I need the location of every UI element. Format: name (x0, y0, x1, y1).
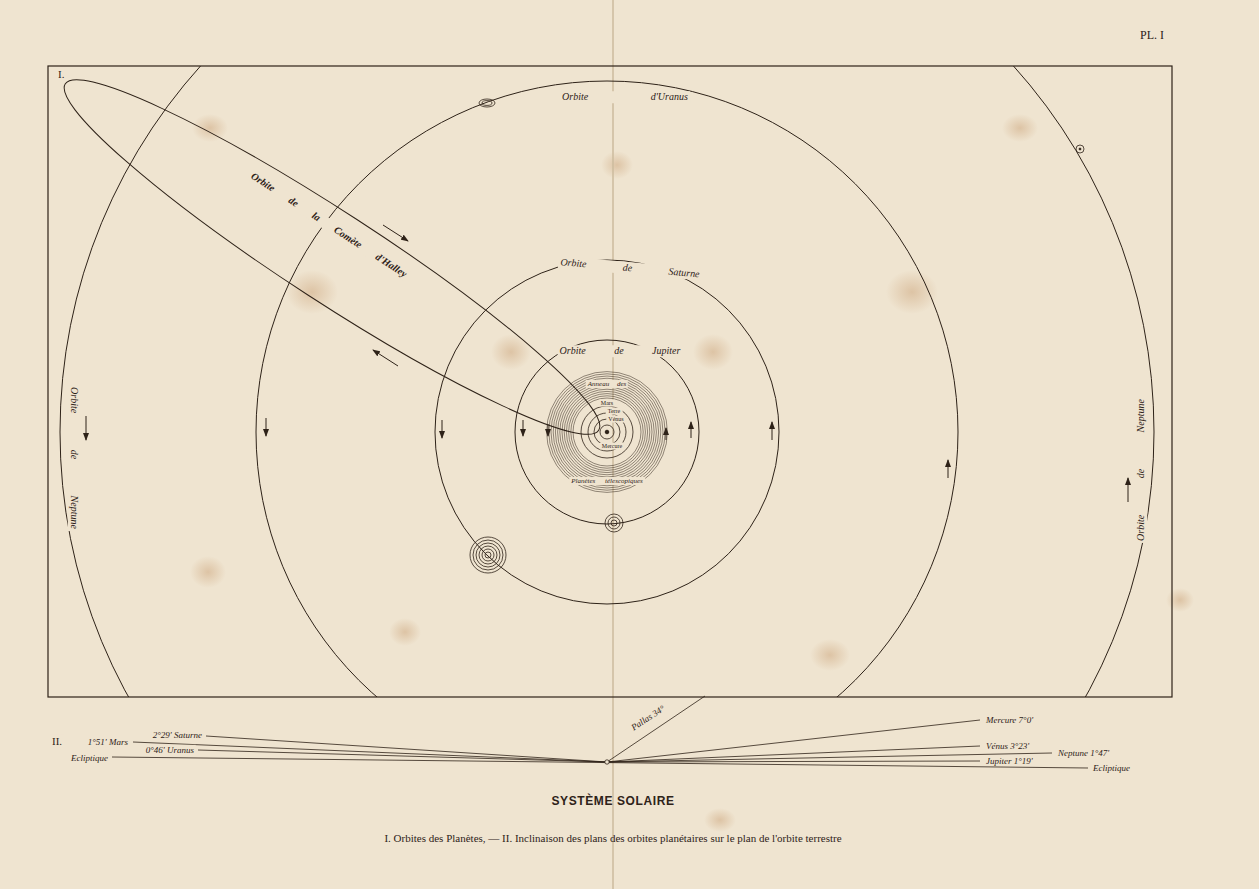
venus-plane (607, 746, 980, 762)
orbit-label: Orbite de la Comète d'Halley (247, 169, 410, 281)
planet-label: Vénus (606, 416, 625, 423)
sun-point (605, 760, 609, 764)
inclination-label: Pallas 34° (628, 702, 669, 733)
jupiter-orbit (515, 340, 699, 524)
belt-ring (551, 376, 663, 488)
belt-ring (549, 374, 665, 490)
belt-ring (571, 396, 643, 468)
belt-ring (547, 372, 668, 493)
saturn-glyph (470, 537, 506, 573)
mercury-orbit (600, 425, 614, 439)
belt-ring (573, 398, 641, 466)
belt-label: Planètes télescopiques (569, 477, 645, 485)
orbit-label: Orbite de Neptune (68, 385, 80, 531)
inclination-label: Jupiter 1°19' (984, 756, 1035, 766)
plate-number: PL. I (1138, 29, 1166, 43)
neptune-orbit (60, 66, 1154, 697)
pallas-plane (607, 696, 705, 762)
paper-stains (190, 114, 1194, 832)
plate-title: SYSTÈME SOLAIRE (551, 794, 674, 808)
uranus-glyph (479, 99, 495, 107)
halley-orbit (48, 66, 623, 468)
neptune-glyph (1076, 145, 1084, 153)
direction-arrows (86, 225, 1128, 502)
mars-orbit (581, 406, 633, 458)
ecliptic-label: Ecliptique (1091, 763, 1132, 773)
inclination-label: 2°29' Saturne (151, 730, 204, 740)
ecliptic-line (112, 757, 1088, 768)
asteroid-belt (547, 372, 668, 493)
saturn-plane (206, 736, 607, 762)
inclination-label: 1°51' Mars (86, 737, 130, 747)
planet-label: Terre (606, 408, 623, 415)
jupiter-glyph (605, 514, 623, 532)
belt-ring (569, 394, 646, 471)
inclination-label: 0°46' Uranus (144, 745, 196, 755)
plate-part-number: II. (50, 735, 64, 748)
inclination-label: Vénus 3°23' (984, 741, 1031, 751)
planet-label: Mars (599, 400, 615, 407)
earth-orbit (588, 413, 626, 451)
belt-ring (566, 391, 647, 472)
planet-glyphs (470, 99, 1084, 573)
inclination-diagram (112, 696, 1088, 768)
uranus-plane (198, 750, 607, 762)
plate-frame (48, 66, 1172, 697)
orbits (48, 66, 1154, 697)
belt-ring (562, 387, 652, 477)
orbit-label: Orbite de Jupiter (558, 345, 683, 357)
orbit-label: Orbite de Saturne (558, 256, 702, 280)
plate-part-number: I. (56, 68, 66, 81)
orbit-label: Orbite d'Uranus (560, 91, 690, 103)
jupiter-plane (607, 761, 980, 762)
uranus-orbit (256, 81, 958, 697)
planet-label: Mercure (600, 443, 624, 450)
inclination-label: Neptune 1°47' (1056, 748, 1111, 758)
belt-ring (564, 389, 650, 475)
ecliptic-label: Ecliptique (69, 753, 110, 763)
venus-orbit (594, 419, 620, 445)
plate-caption: I. Orbites des Planètes, — II. Inclinais… (384, 832, 841, 844)
belt-ring (560, 385, 654, 479)
saturn-orbit (435, 260, 779, 604)
mars-plane (133, 742, 607, 762)
inclination-label: Mercure 7°0' (984, 715, 1035, 725)
belt-label: Anneau des (586, 380, 628, 388)
orbit-label: Orbite de Neptune (1135, 397, 1147, 543)
sun (605, 430, 609, 434)
